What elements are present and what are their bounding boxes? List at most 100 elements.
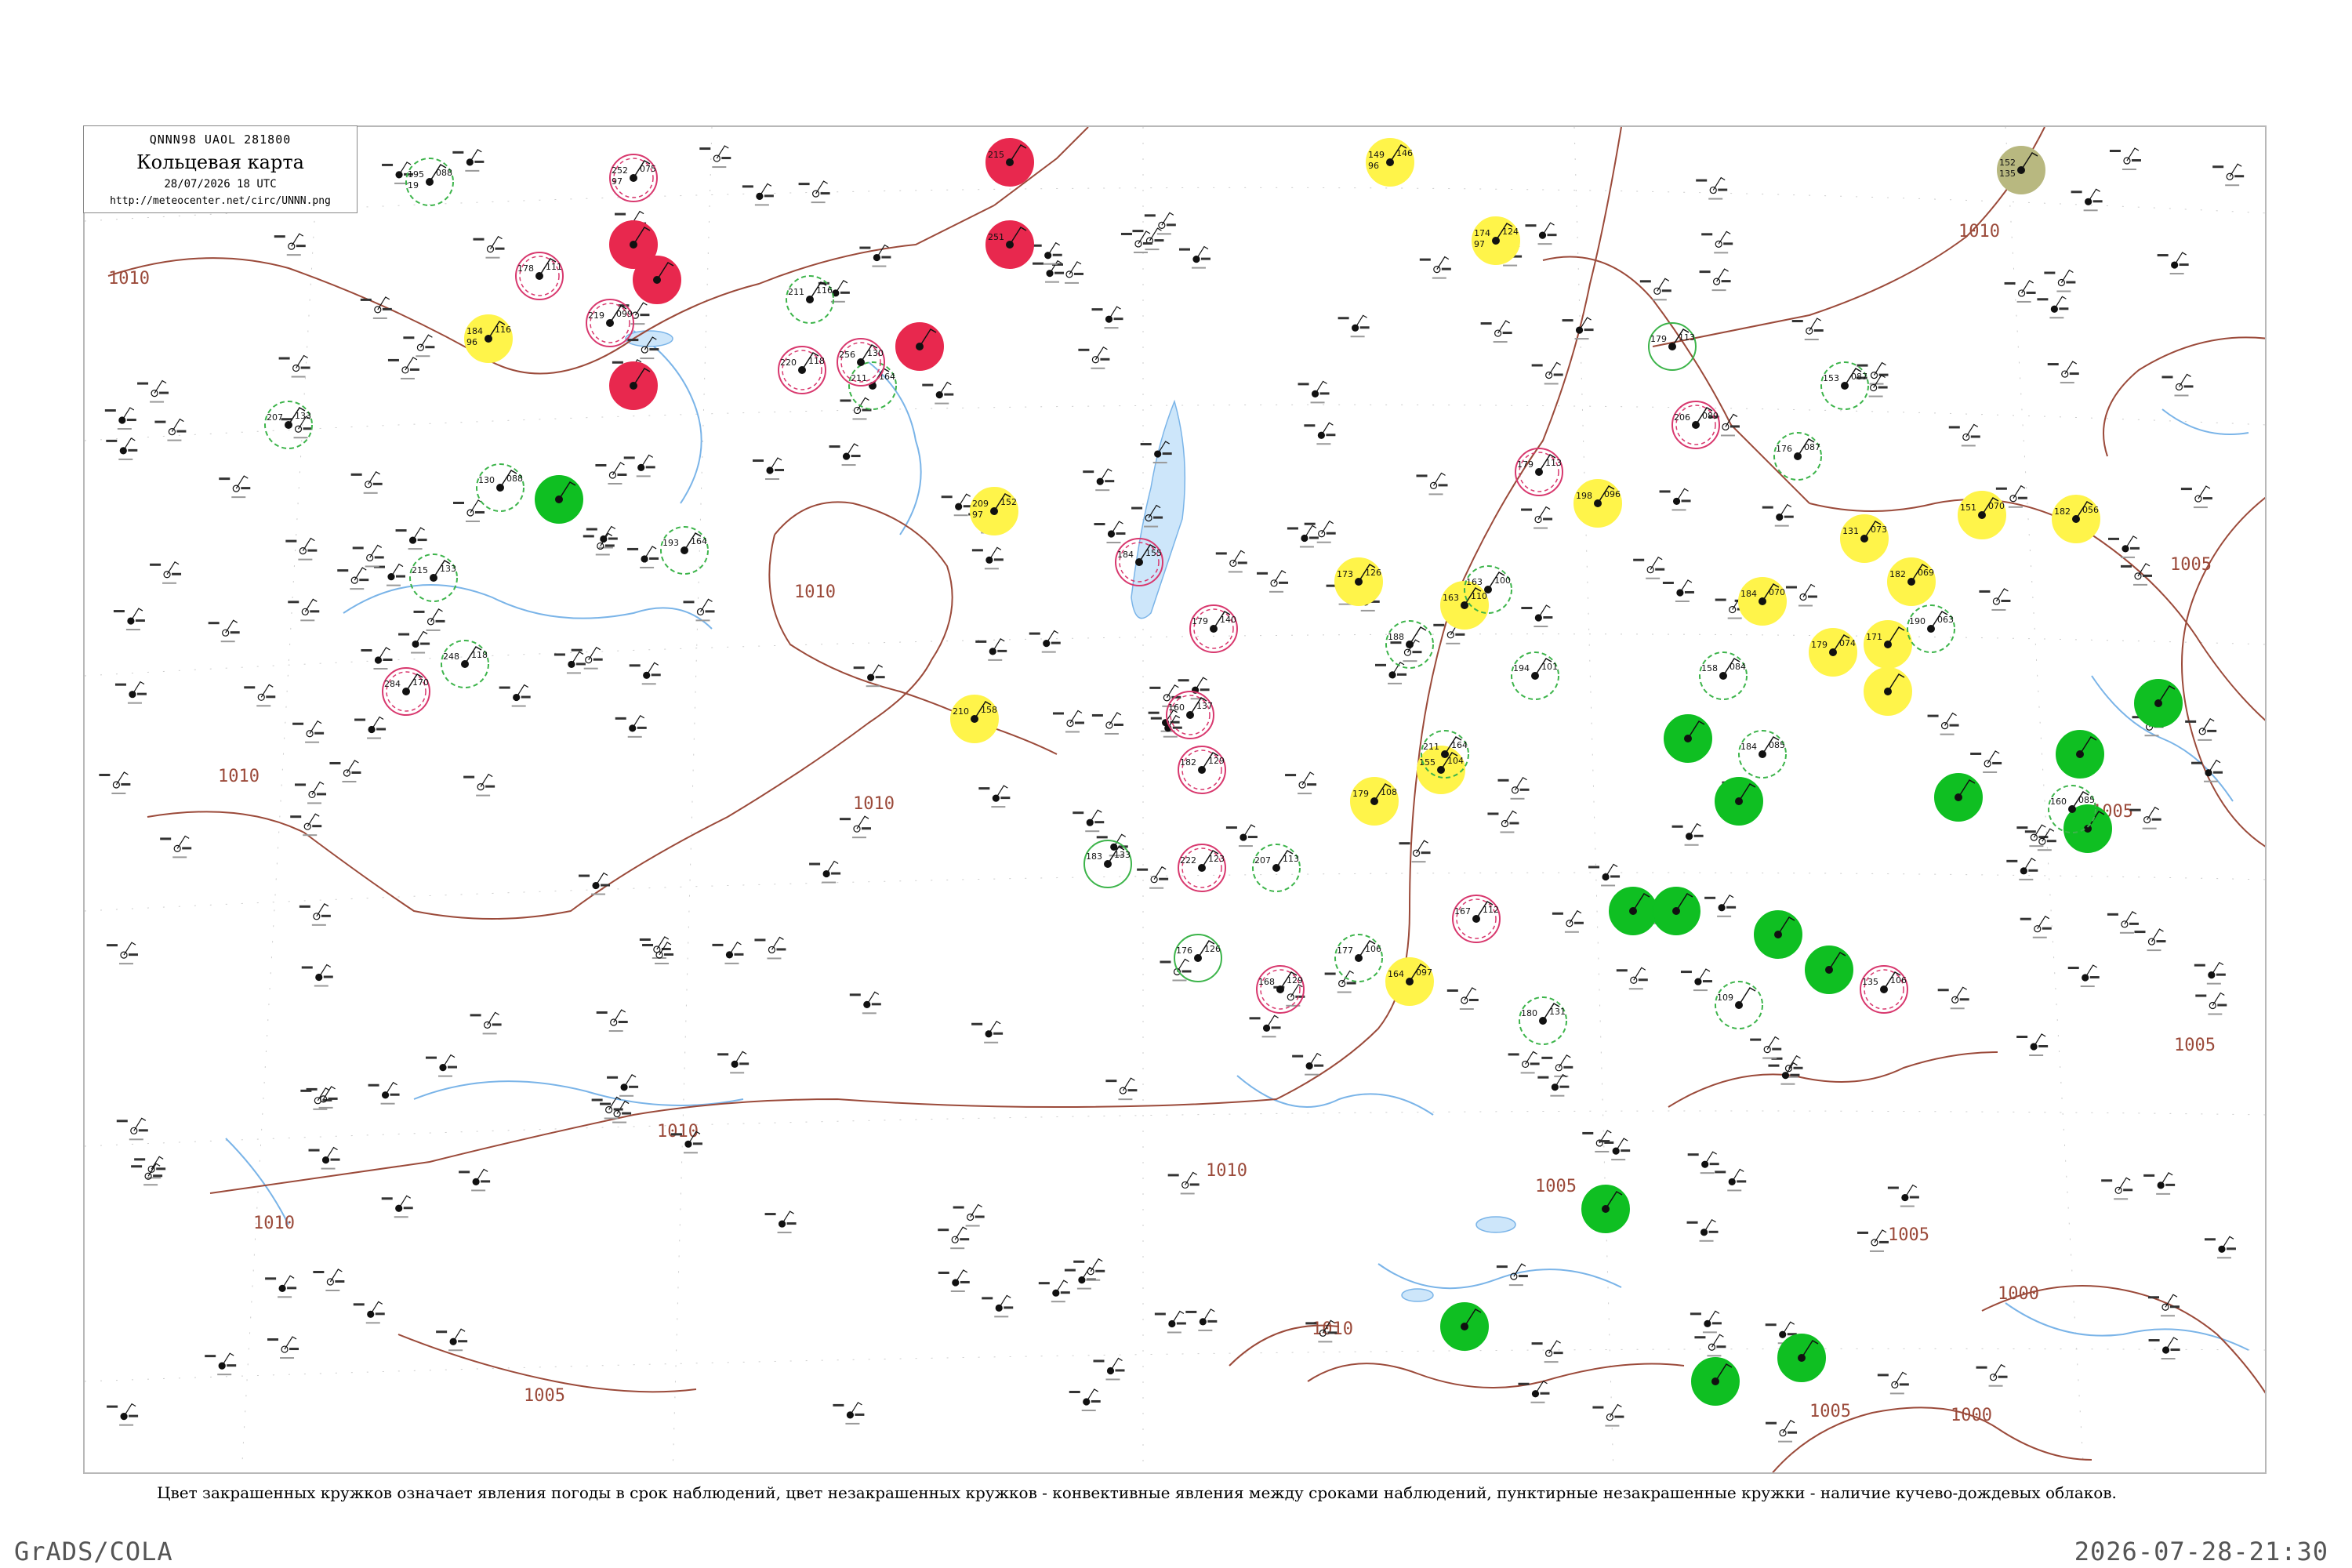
station-value-glyph — [1531, 1342, 1543, 1345]
station-value-glyph — [372, 482, 383, 485]
station-dot — [1298, 781, 1306, 789]
station-value-glyph — [1559, 1085, 1570, 1088]
station-value-glyph — [1225, 826, 1237, 829]
station-name-glyph — [1699, 1240, 1714, 1242]
wind-barb-icon — [1633, 967, 1646, 981]
station-name-glyph — [466, 520, 481, 522]
wind-barb-icon — [1358, 563, 1376, 583]
station-name-glyph — [1459, 1007, 1474, 1010]
station-name-glyph — [1238, 845, 1253, 848]
station-value-glyph — [2185, 720, 2197, 723]
station-value-glyph — [1547, 234, 1557, 237]
station-value-glyph — [2066, 281, 2076, 284]
station-name-glyph — [2193, 506, 2208, 509]
minor-station — [975, 638, 1007, 661]
station-value-glyph — [1178, 679, 1189, 682]
station-value-glyph — [1247, 836, 1258, 839]
minor-station — [591, 1096, 623, 1120]
station-name-glyph — [1051, 1301, 1065, 1303]
station-name-glyph — [2204, 780, 2219, 782]
minor-station — [1073, 1258, 1105, 1281]
minor-station — [1686, 1218, 1719, 1242]
map-date: 28/07/2026 18 UTC — [164, 178, 277, 191]
station-value-glyph — [359, 579, 369, 582]
station-value-glyph — [1412, 651, 1422, 654]
minor-station — [1446, 987, 1479, 1010]
station-value-glyph — [2194, 964, 2205, 967]
station-name-glyph — [1337, 991, 1352, 993]
station-pressure: 190 — [1909, 616, 1926, 626]
station-value-glyph — [645, 466, 655, 469]
wind-barb-icon — [1487, 571, 1505, 590]
station-name-glyph — [342, 780, 357, 782]
wind-barb-icon — [2174, 252, 2187, 266]
station-value-glyph — [938, 1271, 949, 1274]
station-plot — [2063, 804, 2112, 853]
wind-barb-icon — [1541, 222, 1555, 236]
station-name-glyph — [380, 1102, 395, 1105]
station-value-glyph — [2217, 1004, 2227, 1007]
station-value-glyph — [1708, 1230, 1719, 1233]
station-value-glyph — [1279, 581, 1289, 584]
station-name-glyph — [984, 568, 999, 570]
wind-barb-icon — [147, 1163, 161, 1177]
station-dot — [308, 790, 316, 799]
wind-barb-icon — [1725, 413, 1738, 427]
station-name-glyph — [298, 558, 313, 561]
minor-station — [1633, 556, 1665, 579]
station-value-glyph — [2071, 191, 2082, 194]
station-value-glyph — [160, 837, 172, 840]
station-value-glyph — [818, 281, 829, 285]
wind-barb-icon — [1911, 563, 1929, 583]
station-dot — [1555, 1064, 1563, 1072]
isobar-label: 1010 — [253, 1214, 295, 1233]
station-name-glyph — [1611, 1159, 1626, 1161]
station-name-glyph — [988, 659, 1003, 661]
wind-barb-icon — [166, 561, 180, 575]
station-name-glyph — [367, 737, 382, 739]
wind-barb-icon — [1157, 441, 1170, 455]
wind-barb-icon — [1189, 696, 1207, 716]
station-value-glyph — [300, 1089, 312, 1092]
station-value-glyph — [1563, 1065, 1573, 1069]
station-name-glyph — [143, 1184, 158, 1186]
station-name-glyph — [1045, 281, 1060, 283]
weather-phenomenon-circle — [1189, 604, 1238, 653]
wind-barb-icon — [716, 145, 729, 159]
station-name-glyph — [1727, 1189, 1742, 1192]
wind-barb-icon — [1090, 1258, 1103, 1272]
minor-station — [1030, 241, 1062, 265]
station-value-glyph — [135, 619, 145, 622]
minor-station — [1525, 222, 1557, 245]
station-value-glyph — [1137, 868, 1149, 871]
wind-barb-icon — [419, 334, 433, 348]
station-value-glyph — [453, 501, 465, 504]
minor-station — [114, 681, 147, 704]
wind-barb-icon — [782, 1210, 794, 1225]
station-name-glyph — [1702, 1331, 1717, 1334]
station-value-glyph — [1030, 244, 1042, 247]
station-value-glyph — [395, 529, 407, 532]
wind-barb-icon — [433, 559, 451, 579]
station-name-glyph — [2144, 735, 2159, 737]
station-dot — [2175, 383, 2183, 391]
station-value-glyph — [172, 572, 182, 575]
station-tendency: 085 — [1769, 740, 1785, 750]
station-value-glyph — [1083, 470, 1094, 474]
map-url[interactable]: http://meteocenter.net/circ/UNNN.png — [110, 195, 331, 207]
station-dot — [1776, 514, 1784, 521]
station-value-glyph — [99, 773, 111, 776]
station-value-glyph — [463, 775, 475, 779]
minor-station — [1167, 1171, 1200, 1195]
station-value-glyph — [1521, 508, 1533, 511]
station-name-glyph — [2037, 849, 2052, 851]
station-name-glyph — [1104, 327, 1119, 329]
wind-barb-icon — [2151, 928, 2164, 942]
wind-barb-icon — [1464, 987, 1477, 1001]
minor-station — [295, 781, 327, 804]
station-dot — [1544, 1349, 1553, 1357]
station-dot — [1433, 266, 1441, 274]
wind-barb-icon — [684, 532, 702, 551]
footer-credit: GrADS/COLA — [14, 1537, 173, 1566]
